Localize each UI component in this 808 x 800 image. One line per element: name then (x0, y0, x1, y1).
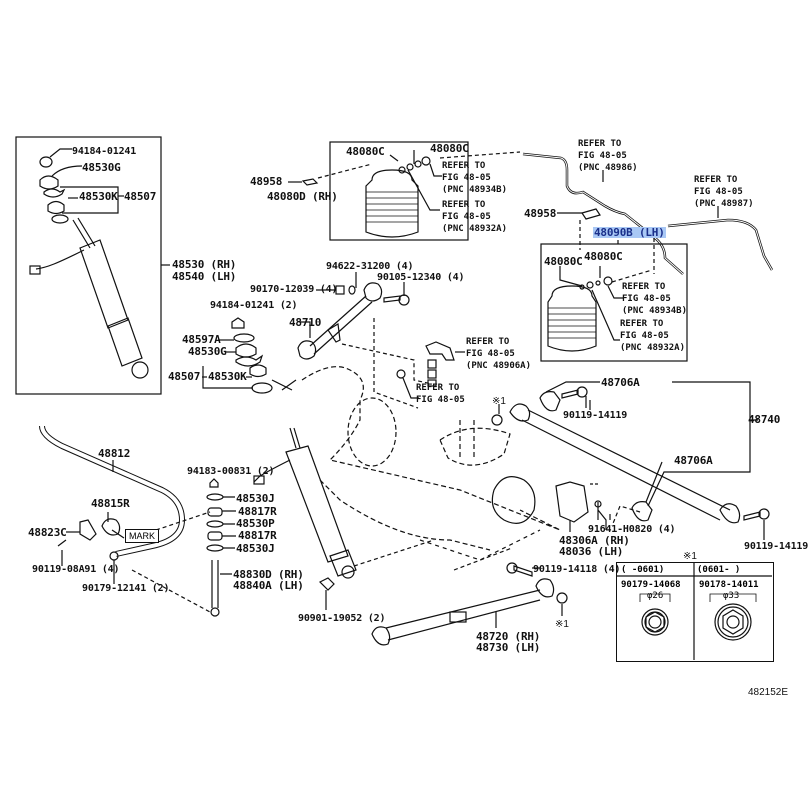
part-48597A[interactable]: 48597A (182, 333, 221, 346)
part-48540-lh[interactable]: 48540 (LH) (172, 270, 237, 283)
mark-callout: MARK (125, 529, 160, 543)
part-94184-01241[interactable]: 94184-01241 (72, 146, 137, 157)
part-90901-19052[interactable]: 90901-19052 (2) (298, 613, 386, 624)
part-90105-12340[interactable]: 90105-12340 (4) (377, 272, 465, 283)
air-spring-box-lh (540, 243, 688, 362)
height-control-link (396, 341, 455, 387)
part-94183-00831[interactable]: 94183-00831 (2) (187, 466, 275, 477)
part-48080C-a[interactable]: 48080C (346, 145, 385, 158)
part-90119-14119-b[interactable]: 90119-14119 (744, 541, 808, 552)
part-48706A-b[interactable]: 48706A (674, 454, 713, 467)
part-48530K-lower[interactable]: 48530K (208, 370, 247, 383)
part-48817R-a[interactable]: 48817R (238, 505, 277, 518)
part-48840A-lh[interactable]: 48840A (LH) (233, 579, 304, 592)
part-48530G-upper[interactable]: 48530G (82, 161, 121, 174)
table-col1-diameter: φ26 (647, 591, 664, 601)
note-mark-1-b: ※1 (555, 619, 569, 630)
lower-control-arm (371, 562, 568, 646)
ref-pnc-48932A-rh[interactable]: REFER TO FIG 48-05 (PNC 48932A) (442, 200, 508, 234)
part-48823C[interactable]: 48823C (28, 526, 67, 539)
part-48080C-d[interactable]: 48080C (584, 250, 623, 263)
part-48730-lh[interactable]: 48730 (LH) (476, 641, 541, 654)
stabilizer-bushing (101, 518, 121, 536)
part-48507-upper[interactable]: 48507 (124, 190, 157, 203)
part-48530J-b[interactable]: 48530J (236, 542, 275, 555)
part-48817R-b[interactable]: 48817R (238, 529, 277, 542)
part-48306A-rh[interactable]: 48306A (RH) (559, 534, 630, 547)
part-48530G-lower[interactable]: 48530G (188, 345, 227, 358)
ref-pnc-48987[interactable]: REFER TO FIG 48-05 (PNC 48987) (694, 175, 754, 209)
part-90170-12039[interactable]: 90170-12039 (4) (250, 284, 338, 295)
ref-pnc-48932A-lh[interactable]: REFER TO FIG 48-05 (PNC 48932A) (620, 319, 686, 353)
part-91641-H0820[interactable]: 91641-H0820 (4) (588, 524, 676, 535)
axle-hub (491, 476, 536, 524)
part-48036-lh[interactable]: 48036 (LH) (559, 545, 624, 558)
ref-pnc-48934B-lh[interactable]: REFER TO FIG 48-05 (PNC 48934B) (622, 282, 688, 316)
stabilizer-link-stack (206, 478, 224, 617)
stabilizer-bracket (79, 519, 97, 541)
lateral-control-rod (491, 386, 770, 524)
part-48530P[interactable]: 48530P (236, 517, 275, 530)
table-col2-part[interactable]: 90178-14011 (699, 580, 759, 590)
part-48812[interactable]: 48812 (98, 447, 131, 460)
figure-id: 482152E (748, 687, 789, 698)
part-48080C-b[interactable]: 48080C (430, 142, 469, 155)
rear-shock-absorber-main (253, 427, 357, 579)
bump-stopper-bracket (555, 481, 589, 523)
part-48720-rh[interactable]: 48720 (RH) (476, 630, 541, 643)
part-90119-14119-a[interactable]: 90119-14119 (563, 410, 628, 421)
table-col2-range: (0601- ) (697, 565, 741, 575)
ref-pnc-48986[interactable]: REFER TO FIG 48-05 (PNC 48986) (578, 139, 638, 173)
table-col1-range: ( -0601) (621, 565, 665, 575)
part-48080D-rh[interactable]: 48080D (RH) (267, 190, 338, 203)
part-48090B-lh-highlighted[interactable]: 48090B (LH) (593, 226, 666, 239)
part-90179-12141[interactable]: 90179-12141 (2) (82, 583, 170, 594)
part-48530J-a[interactable]: 48530J (236, 492, 275, 505)
table-col1-part[interactable]: 90179-14068 (621, 580, 681, 590)
part-48830D-rh[interactable]: 48830D (RH) (233, 568, 304, 581)
upper-control-arm (297, 282, 410, 360)
part-48706A-a[interactable]: 48706A (601, 376, 640, 389)
nut-table-title: ※1 (683, 551, 697, 562)
table-col2-diameter: φ33 (723, 591, 740, 601)
note-mark-1-a: ※1 (492, 396, 506, 407)
part-48507-lower[interactable]: 48507 (168, 370, 201, 383)
part-48815R[interactable]: 48815R (91, 497, 130, 510)
air-spring-bellows-lh (547, 285, 597, 352)
part-48958-b[interactable]: 48958 (524, 207, 557, 220)
part-90119-14118[interactable]: 90119-14118 (4) (533, 564, 621, 575)
part-48080C-c[interactable]: 48080C (544, 255, 583, 268)
part-90119-08A91[interactable]: 90119-08A91 (4) (32, 564, 120, 575)
nut-variant-table: ( -0601) (0601- ) 90179-14068 90178-1401… (616, 562, 774, 662)
air-spring-bellows-rh (365, 169, 419, 238)
part-48710[interactable]: 48710 (289, 316, 322, 329)
part-48530-rh[interactable]: 48530 (RH) (172, 258, 237, 271)
ref-fig-48-05[interactable]: REFER TO FIG 48-05 (416, 383, 465, 405)
part-48740[interactable]: 48740 (748, 413, 781, 426)
rear-axle-housing (301, 366, 561, 561)
part-94622-31200[interactable]: 94622-31200 (4) (326, 261, 414, 272)
ref-pnc-48934B-rh[interactable]: REFER TO FIG 48-05 (PNC 48934B) (442, 161, 508, 195)
nut-table-graphics (616, 562, 772, 660)
ref-pnc-48906A[interactable]: REFER TO FIG 48-05 (PNC 48906A) (466, 337, 532, 371)
part-48958-a[interactable]: 48958 (250, 175, 283, 188)
rear-shock-absorber-top (29, 156, 149, 379)
part-94184-01241-2[interactable]: 94184-01241 (2) (210, 300, 298, 311)
air-spring-box-rh (329, 141, 469, 241)
part-48530K-upper[interactable]: 48530K (79, 190, 118, 203)
